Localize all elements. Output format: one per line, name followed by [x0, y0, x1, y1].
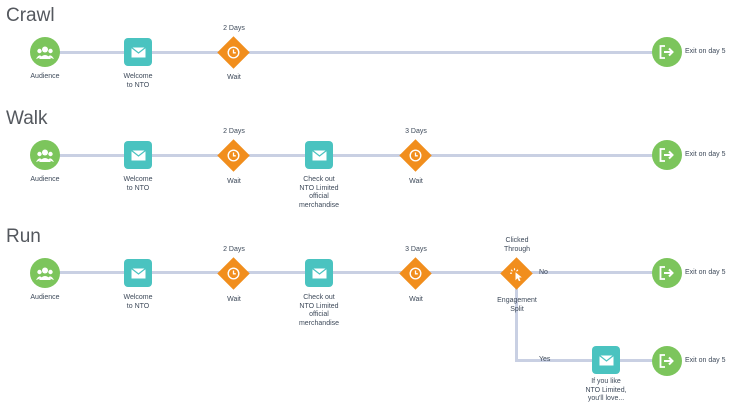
audience-icon	[30, 37, 60, 67]
section-title-crawl: Crawl	[6, 5, 55, 26]
envelope-icon	[124, 259, 152, 287]
welcome-email-node[interactable]	[124, 38, 152, 66]
exit-icon	[652, 37, 682, 67]
exit-node[interactable]	[652, 37, 682, 67]
exit-label: Exit on day 5	[685, 357, 726, 364]
wait-duration-label: 2 Days	[223, 246, 245, 253]
clock-icon	[217, 257, 250, 290]
exit-icon	[652, 140, 682, 170]
audience-label: Audience	[30, 176, 60, 183]
split-yes-label: Yes	[539, 356, 551, 363]
section-title-run: Run	[6, 226, 41, 247]
audience-node[interactable]	[30, 258, 60, 288]
connector-line-yes-branch	[515, 359, 667, 362]
envelope-icon	[592, 346, 620, 374]
exit-node[interactable]	[652, 140, 682, 170]
exit-label: Exit on day 5	[685, 269, 726, 276]
welcome-email-node[interactable]	[124, 259, 152, 287]
follow-up-email-label: If you like NTO Limited, you'll love...	[585, 378, 627, 402]
envelope-icon	[124, 141, 152, 169]
connector-line	[45, 271, 667, 274]
welcome-email-label: Welcome to NTO	[123, 294, 153, 310]
exit-label: Exit on day 5	[685, 48, 726, 55]
wait-node[interactable]	[217, 36, 250, 69]
wait-label: Wait	[227, 74, 241, 81]
envelope-icon	[305, 141, 333, 169]
connector-line-yes-branch	[515, 280, 518, 362]
wait-duration-label: 3 Days	[405, 246, 427, 253]
exit-label: Exit on day 5	[685, 151, 726, 158]
welcome-email-node[interactable]	[124, 141, 152, 169]
audience-icon	[30, 258, 60, 288]
exit-node[interactable]	[652, 258, 682, 288]
click-icon	[500, 257, 533, 290]
envelope-icon	[305, 259, 333, 287]
clock-icon	[399, 257, 432, 290]
wait-node[interactable]	[217, 139, 250, 172]
merch-email-node[interactable]	[305, 259, 333, 287]
exit-icon	[652, 258, 682, 288]
wait-duration-label: 2 Days	[223, 128, 245, 135]
merch-email-label: Check out NTO Limited official merchandi…	[298, 294, 340, 327]
engagement-split-label: Engagement Split	[497, 297, 537, 313]
connector-line	[45, 154, 667, 157]
audience-label: Audience	[30, 294, 60, 301]
audience-label: Audience	[30, 73, 60, 80]
welcome-email-label: Welcome to NTO	[123, 73, 153, 89]
connector-line	[45, 51, 667, 54]
clock-icon	[399, 139, 432, 172]
clock-icon	[217, 36, 250, 69]
welcome-email-label: Welcome to NTO	[123, 176, 153, 192]
audience-node[interactable]	[30, 37, 60, 67]
engagement-split-node[interactable]	[500, 257, 533, 290]
merch-email-label: Check out NTO Limited official merchandi…	[298, 176, 340, 209]
wait-label: Wait	[227, 178, 241, 185]
wait-node[interactable]	[399, 139, 432, 172]
merch-email-node[interactable]	[305, 141, 333, 169]
wait-node[interactable]	[217, 257, 250, 290]
exit-node[interactable]	[652, 346, 682, 376]
split-condition-label: Clicked Through	[503, 237, 531, 253]
wait-node[interactable]	[399, 257, 432, 290]
wait-duration-label: 3 Days	[405, 128, 427, 135]
envelope-icon	[124, 38, 152, 66]
wait-label: Wait	[227, 296, 241, 303]
exit-icon	[652, 346, 682, 376]
section-title-walk: Walk	[6, 108, 48, 129]
audience-icon	[30, 140, 60, 170]
split-no-label: No	[539, 269, 548, 276]
wait-label: Wait	[409, 296, 423, 303]
wait-label: Wait	[409, 178, 423, 185]
follow-up-email-node[interactable]	[592, 346, 620, 374]
clock-icon	[217, 139, 250, 172]
wait-duration-label: 2 Days	[223, 25, 245, 32]
audience-node[interactable]	[30, 140, 60, 170]
